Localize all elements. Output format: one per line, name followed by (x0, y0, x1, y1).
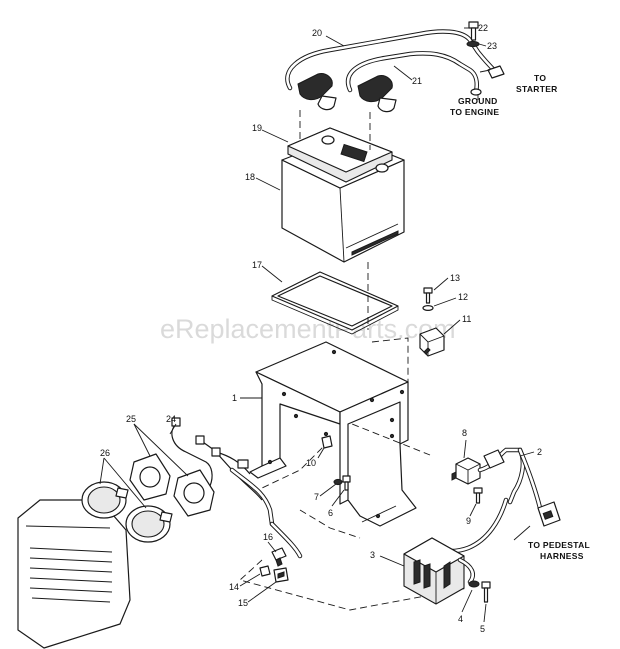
screw-13 (423, 287, 433, 304)
headlight-bracket-right (173, 469, 215, 517)
label-part-16: 16 (263, 532, 273, 542)
leader-lines (99, 27, 535, 623)
watermark: eReplacementParts.com (160, 314, 456, 344)
part-6-screw (342, 475, 351, 491)
battery-tray (271, 271, 399, 335)
washer-12 (422, 305, 434, 312)
callout-to-starter-line2: STARTER (516, 84, 558, 94)
label-part-18: 18 (245, 172, 255, 182)
label-part-6: 6 (328, 508, 333, 518)
label-part-2: 2 (537, 447, 542, 457)
label-part-13: 13 (450, 273, 460, 283)
headlight-right (125, 505, 173, 543)
label-part-10: 10 (306, 458, 316, 468)
callout-pedestal-line2: HARNESS (540, 551, 584, 561)
connector-15 (273, 567, 289, 583)
headlight-harness (171, 417, 275, 527)
regulator-3 (403, 537, 475, 605)
label-part-25: 25 (126, 414, 136, 424)
label-part-26: 26 (100, 448, 110, 458)
callout-ground-line1: GROUND (458, 96, 498, 106)
bolt-5 (481, 581, 491, 603)
label-part-7: 7 (314, 492, 319, 502)
label-part-5: 5 (480, 624, 485, 634)
label-part-9: 9 (466, 516, 471, 526)
grille (29, 547, 113, 603)
connector-16 (271, 547, 287, 567)
label-part-4: 4 (458, 614, 463, 624)
battery-cables (285, 29, 505, 113)
label-part-17: 17 (252, 260, 262, 270)
label-part-24: 24 (166, 414, 176, 424)
callout-labels: TO STARTER GROUND TO ENGINE TO PEDESTAL … (450, 73, 590, 561)
label-part-21: 21 (412, 76, 422, 86)
solenoid-8 (451, 457, 481, 485)
relay-11 (419, 327, 445, 357)
washer-4 (468, 580, 480, 588)
part-7-washer (333, 478, 343, 486)
callout-to-starter-line1: TO (534, 73, 546, 83)
label-part-3: 3 (370, 550, 375, 560)
label-part-8: 8 (462, 428, 467, 438)
hood-outline (17, 499, 131, 649)
connector-14 (259, 565, 271, 577)
bolt-22 (468, 21, 479, 41)
label-part-15: 15 (238, 598, 248, 608)
label-part-14: 14 (229, 582, 239, 592)
headlight-left (81, 481, 129, 519)
washer-23 (466, 40, 480, 48)
label-part-23: 23 (487, 41, 497, 51)
part-number-labels: 20 21 22 23 19 18 17 13 12 11 1 2 8 9 10… (100, 23, 542, 634)
label-part-22: 22 (478, 23, 488, 33)
callout-pedestal-line1: TO PEDESTAL (528, 540, 590, 550)
screw-9 (473, 487, 483, 504)
part-10-clip (321, 435, 333, 449)
label-part-20: 20 (312, 28, 322, 38)
mounting-guides (239, 110, 469, 611)
label-part-19: 19 (252, 123, 262, 133)
label-part-11: 11 (462, 314, 471, 324)
label-part-12: 12 (458, 292, 468, 302)
label-part-1: 1 (232, 393, 237, 403)
battery-hold-down (287, 127, 393, 183)
callout-ground-line2: TO ENGINE (450, 107, 499, 117)
headlight-bracket-left (129, 453, 171, 501)
battery-support-bracket (249, 341, 417, 527)
